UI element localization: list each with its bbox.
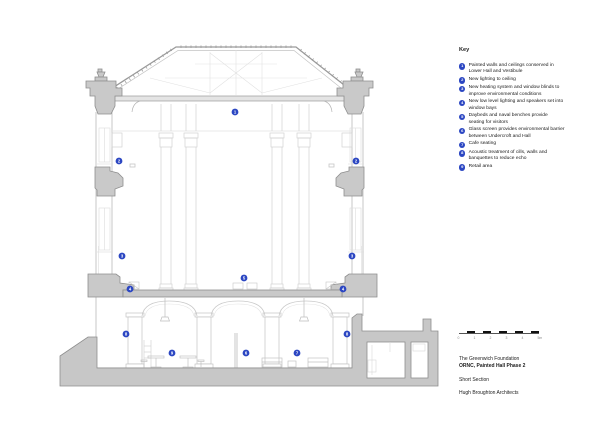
- section-marker-4: 4: [339, 285, 347, 293]
- roof-truss: [149, 50, 323, 95]
- ground: [59, 313, 439, 387]
- key-item: 4 New low level lighting and speakers se…: [459, 99, 585, 111]
- scale-label: 5m: [537, 336, 543, 340]
- scale-bar-segment: [467, 331, 475, 334]
- key-item-number-badge: 1: [459, 63, 466, 70]
- section-marker-5: 5: [240, 274, 248, 282]
- svg-text:2: 2: [118, 159, 121, 164]
- svg-text:4: 4: [342, 287, 345, 292]
- title-block: 0 1 2 3 4 5m The Greenwich Foundation ORNC, P…: [457, 330, 589, 397]
- key-item-number-badge: 6: [459, 127, 466, 135]
- key-item-text: Painted walls and ceilings conserved in …: [468, 63, 554, 75]
- key-item-number-badge: 5: [459, 113, 466, 121]
- key-item: 7 Cafe seating: [459, 141, 585, 149]
- scale-bar: 0 1 2 3 4 5m: [457, 330, 542, 342]
- key-item-text: Daybeds and naval benches provide seatin…: [468, 113, 548, 125]
- svg-text:2: 2: [355, 159, 358, 164]
- key-panel: Key 1 Painted walls and ceilings conserv…: [459, 47, 585, 172]
- key-item-text: Cafe seating: [468, 141, 497, 147]
- project-title: ORNC, Painted Hall Phase 2: [459, 362, 526, 369]
- hall-columns: [111, 104, 353, 291]
- key-item-number-badge: 9: [459, 164, 466, 171]
- svg-text:3: 3: [121, 254, 124, 259]
- hall-walls: [95, 104, 364, 338]
- section-marker-4: 4: [126, 285, 134, 293]
- undercroft-benches: [261, 357, 329, 368]
- scale-bar-line: [459, 333, 539, 334]
- key-item: 2 New lighting to ceiling: [459, 77, 585, 84]
- key-item-text: Retail area: [468, 163, 493, 169]
- key-item: 6 Glass screen provides environmental ba…: [459, 127, 585, 139]
- markers-layer: 1 2 2 3 3 4 4 5 6 7 8 8 9: [115, 108, 360, 357]
- section-marker-8: 8: [122, 330, 130, 338]
- drawing-title: Short Section: [459, 376, 490, 383]
- scale-bar-segment: [515, 331, 523, 334]
- key-item: 8 Acoustic treatment of cills, walls and…: [459, 150, 585, 162]
- section-marker-6: 6: [242, 349, 250, 357]
- section-marker-7: 7: [293, 349, 301, 357]
- svg-text:4: 4: [129, 287, 132, 292]
- key-item-number-badge: 4: [459, 99, 466, 107]
- section-marker-3: 3: [118, 252, 126, 260]
- key-item: 9 Retail area: [459, 164, 585, 171]
- architect-name: Hugh Broughton Architects: [459, 390, 519, 397]
- scale-label: 3: [505, 336, 508, 340]
- scale-bar-segment: [531, 331, 539, 334]
- key-item-text: Glass screen provides environmental barr…: [468, 127, 565, 139]
- key-item-number-badge: 2: [459, 77, 466, 84]
- svg-text:1: 1: [234, 110, 237, 115]
- scale-bar-segment: [499, 331, 507, 334]
- section-marker-8: 8: [343, 330, 351, 338]
- key-item-text: New low level lighting and speakers set …: [468, 99, 564, 111]
- svg-text:6: 6: [245, 351, 248, 356]
- svg-text:8: 8: [125, 332, 128, 337]
- key-item-number-badge: 3: [459, 85, 466, 93]
- section-marker-2: 2: [352, 157, 360, 165]
- undercroft-tables: [140, 355, 205, 369]
- roof: [99, 45, 359, 97]
- glass-screen: [234, 333, 238, 368]
- section-marker-1: 1: [231, 108, 239, 116]
- scale-label: 4: [521, 336, 524, 340]
- scale-label: 0: [457, 336, 460, 340]
- key-list: 1 Painted walls and ceilings conserved i…: [459, 63, 585, 171]
- hall-furniture: [128, 281, 337, 290]
- undercroft: [97, 298, 352, 369]
- scale-label: 1: [473, 336, 476, 340]
- scale-label: 2: [489, 336, 492, 340]
- key-item-text: New lighting to ceiling: [468, 77, 516, 82]
- section-marker-2: 2: [115, 157, 123, 165]
- hall-ceiling: [111, 95, 353, 113]
- svg-text:3: 3: [351, 254, 354, 259]
- client-name: The Greenwich Foundation: [459, 356, 520, 362]
- wall-poche: [85, 68, 378, 298]
- key-item-number-badge: 8: [459, 150, 466, 157]
- key-item: 1 Painted walls and ceilings conserved i…: [459, 63, 585, 75]
- svg-text:7: 7: [296, 351, 299, 356]
- section-marker-9: 9: [168, 349, 176, 357]
- key-item-text: New heating system and window blinds to …: [468, 85, 560, 97]
- scale-bar-segment: [483, 331, 491, 334]
- key-item: 5 Daybeds and naval benches provide seat…: [459, 113, 585, 125]
- svg-text:8: 8: [346, 332, 349, 337]
- key-item-text: Acoustic treatment of cills, walls and b…: [468, 149, 548, 161]
- key-item: 3 New heating system and window blinds t…: [459, 85, 585, 97]
- svg-text:5: 5: [243, 276, 246, 281]
- section-marker-3: 3: [348, 252, 356, 260]
- key-title: Key: [459, 47, 470, 53]
- svg-text:9: 9: [171, 351, 174, 356]
- key-item-number-badge: 7: [459, 141, 466, 149]
